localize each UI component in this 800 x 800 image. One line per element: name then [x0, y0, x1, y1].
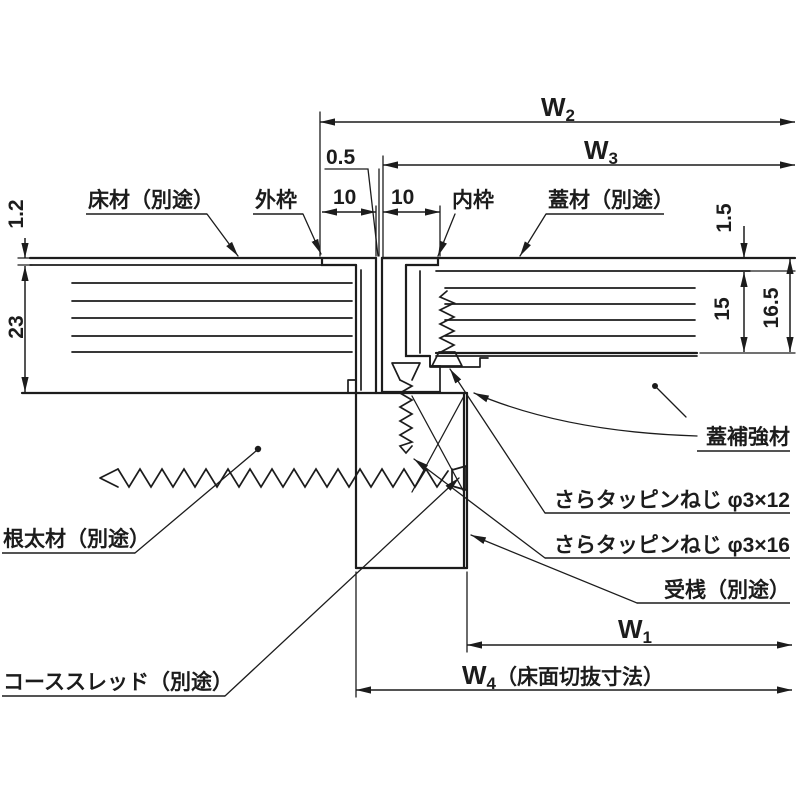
svg-text:内枠: 内枠 [452, 188, 494, 212]
svg-text:蓋材（別途）: 蓋材（別途） [548, 188, 674, 212]
dimension-floor-sheet-12: 1.2 [5, 199, 33, 266]
dimension-lid-sheet-15: 1.5 [713, 203, 748, 258]
svg-text:1.2: 1.2 [5, 199, 28, 228]
dimension-w1: W1 [466, 571, 792, 653]
label-lid: 蓋材（別途） [519, 188, 674, 257]
dimension-10-left: 10 [322, 186, 377, 257]
svg-text:10: 10 [391, 186, 414, 209]
svg-text:16.5: 16.5 [760, 287, 783, 328]
svg-text:W2: W2 [541, 92, 575, 125]
svg-text:根太材（別途）: 根太材（別途） [3, 527, 150, 551]
label-coarse-thread: コーススレッド（別途） [2, 477, 460, 697]
tapping-screw-3x12 [431, 290, 463, 367]
label-floor: 床材（別途） [86, 188, 239, 257]
svg-text:W4（床面切抜寸法）: W4（床面切抜寸法） [462, 660, 664, 693]
dimension-floor-thickness-23: 23 [5, 266, 29, 392]
batten-section [354, 391, 469, 570]
lid-slab-section [380, 256, 797, 355]
label-batten: 受桟（別途） [470, 534, 790, 604]
svg-text:受桟（別途）: 受桟（別途） [664, 578, 790, 602]
label-inner-frame: 内枠 [437, 188, 494, 257]
label-lid-reinforcement: 蓋補強材 [473, 383, 790, 452]
svg-text:10: 10 [333, 186, 356, 209]
dimension-w3: W3 [382, 135, 795, 259]
tapping-screw-3x16 [391, 362, 421, 455]
svg-text:コーススレッド（別途）: コーススレッド（別途） [3, 670, 233, 694]
label-outer-frame: 外枠 [253, 188, 322, 255]
coarse-thread-screw [99, 465, 467, 491]
outer-frame-profile [320, 256, 378, 395]
dimension-lid-total-165: 16.5 [760, 259, 794, 352]
floor-slab-section [20, 256, 378, 395]
svg-text:W3: W3 [584, 135, 618, 168]
svg-text:床材（別途）: 床材（別途） [88, 188, 214, 212]
dimension-10-right: 10 [383, 186, 441, 257]
dimension-w2: W2 [319, 92, 795, 257]
svg-text:外枠: 外枠 [255, 188, 297, 212]
svg-text:さらタッピンねじ φ3×16: さらタッピンねじ φ3×16 [554, 534, 790, 557]
label-screw-312: さらタッピンねじ φ3×12 [449, 368, 790, 514]
inner-frame-profile [380, 256, 442, 394]
svg-text:W1: W1 [618, 614, 652, 647]
svg-text:15: 15 [711, 297, 734, 321]
dimension-gap-05: 0.5 [324, 146, 380, 257]
lid-reinforcement-profile [429, 355, 698, 368]
dimension-w4: W4（床面切抜寸法） [355, 571, 792, 698]
dimension-lid-thickness-15: 15 [711, 272, 748, 352]
svg-text:0.5: 0.5 [326, 146, 356, 169]
svg-text:さらタッピンねじ φ3×12: さらタッピンねじ φ3×12 [554, 489, 790, 512]
label-screw-316: さらタッピンねじ φ3×16 [413, 458, 790, 559]
svg-text:蓋補強材: 蓋補強材 [706, 425, 790, 449]
svg-text:1.5: 1.5 [713, 203, 736, 233]
label-joist: 根太材（別途） [2, 445, 262, 554]
